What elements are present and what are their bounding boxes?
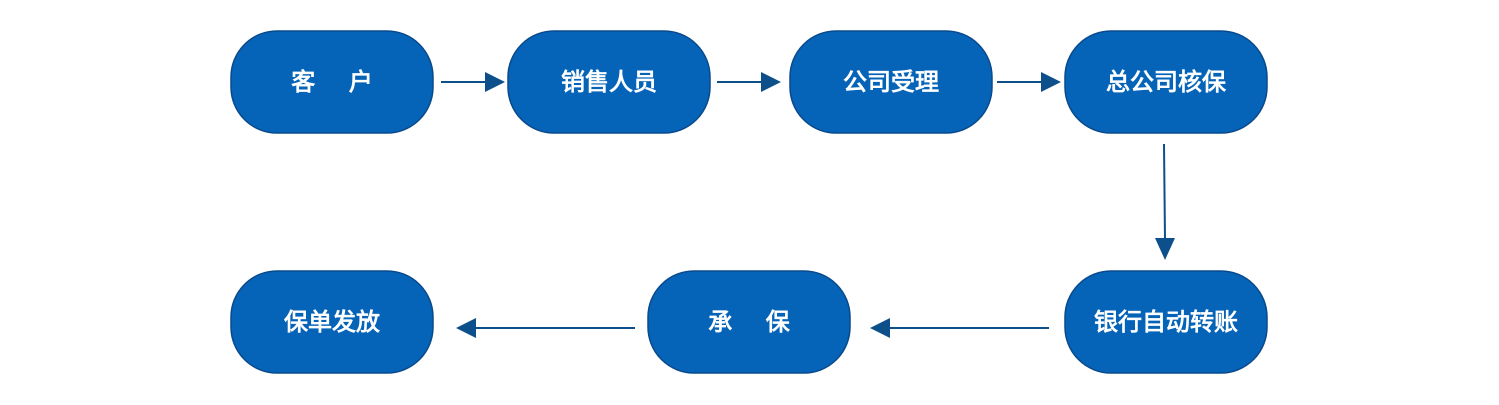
edge-sales-to-company-accept: [717, 72, 781, 92]
edge-bank-transfer-to-underwrite: [870, 318, 1049, 338]
node-hq-underwriting[interactable]: 总公司核保: [1064, 30, 1268, 134]
node-policy-issue[interactable]: 保单发放: [230, 270, 434, 374]
edge-hq-underwriting-to-bank-transfer: [1155, 143, 1175, 260]
node-company-accept-label: 公司受理: [843, 68, 939, 96]
node-policy-issue-label: 保单发放: [283, 308, 381, 336]
node-sales-label: 销售人员: [561, 68, 657, 96]
node-sales[interactable]: 销售人员: [507, 30, 711, 134]
node-underwrite[interactable]: 承 保: [647, 270, 851, 374]
node-bank-transfer-label: 银行自动转账: [1094, 308, 1238, 336]
edge-customer-to-sales: [441, 72, 505, 92]
edge-company-accept-to-hq-underwriting: [997, 72, 1061, 92]
node-customer[interactable]: 客 户: [230, 30, 434, 134]
node-underwrite-label: 承 保: [708, 308, 790, 336]
node-bank-transfer[interactable]: 银行自动转账: [1064, 270, 1268, 374]
node-company-accept[interactable]: 公司受理: [789, 30, 993, 134]
node-hq-underwriting-label: 总公司核保: [1106, 68, 1227, 96]
node-customer-label: 客 户: [291, 68, 372, 96]
edge-underwrite-to-policy-issue: [456, 318, 635, 338]
